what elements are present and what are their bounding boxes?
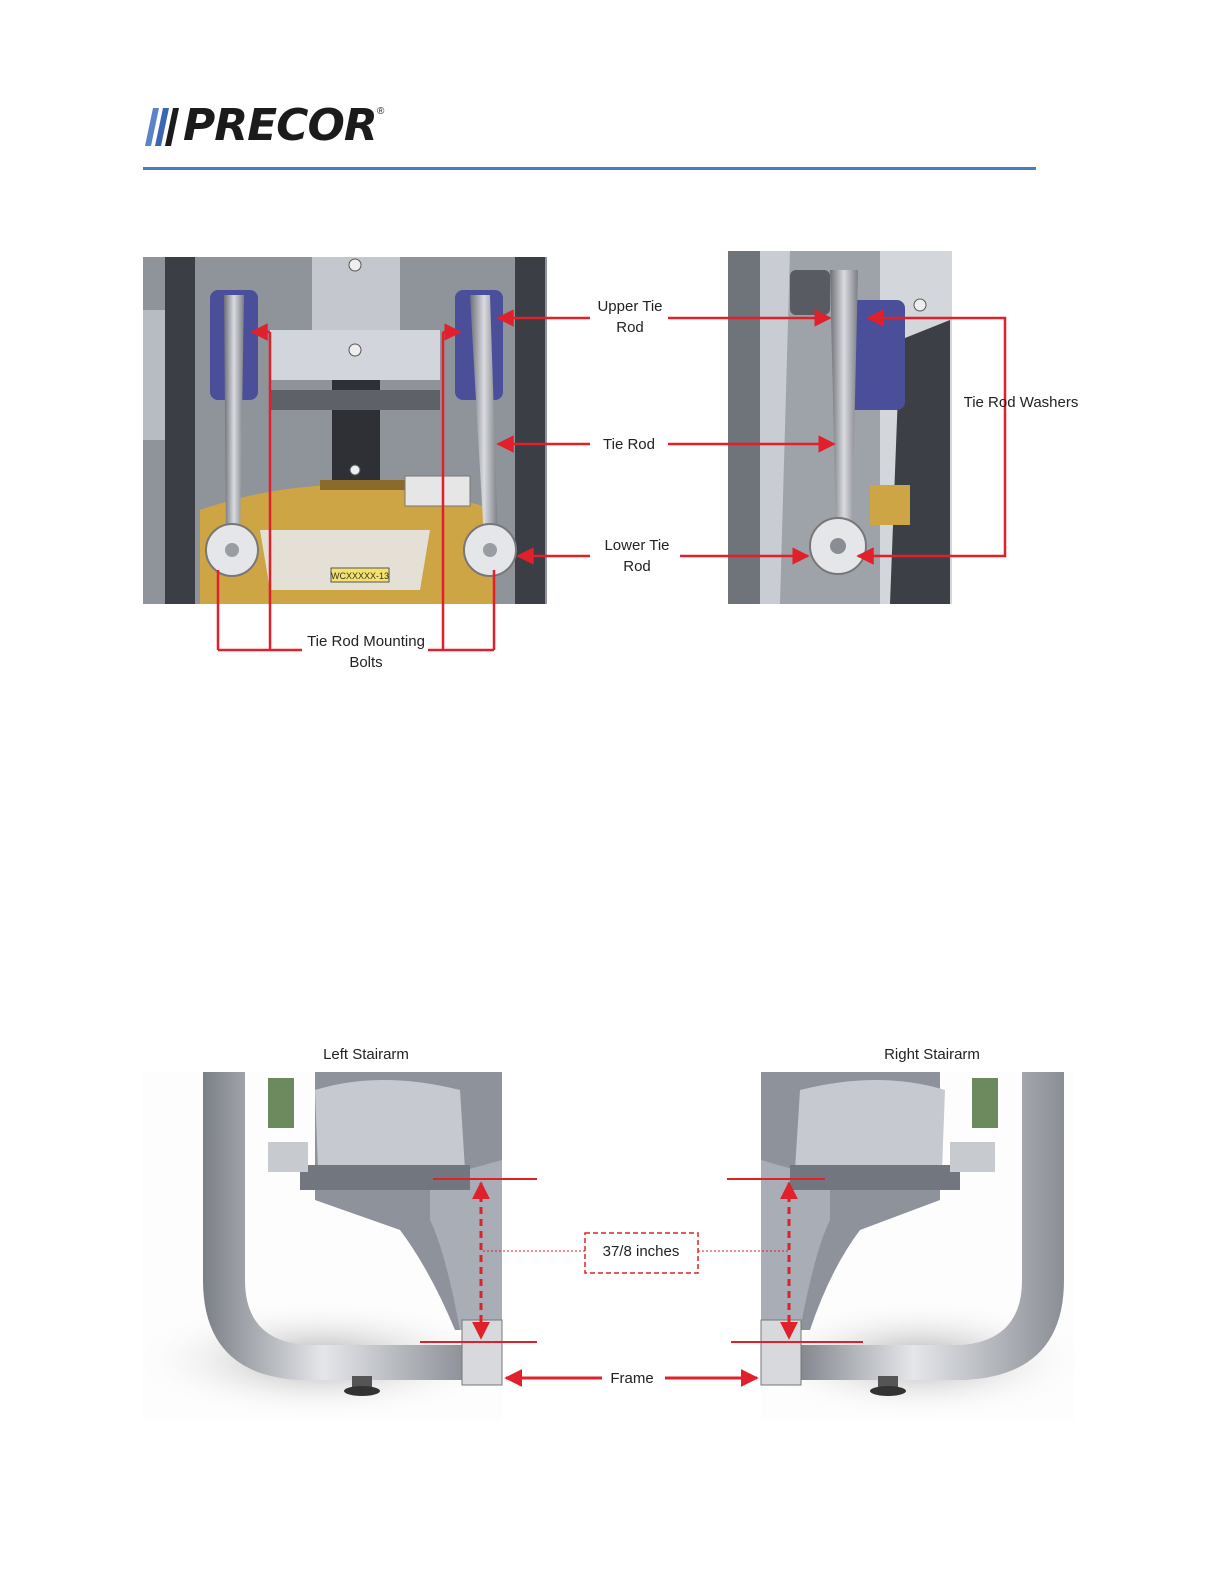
tie-rod-figure: WCXXXXX-13 Upper Tie Rod T — [0, 230, 1224, 950]
tie-rod-side-view — [728, 251, 952, 604]
brand-name: PRECOR — [183, 100, 377, 151]
lower-tie-rod-label-line2: Rod — [623, 558, 651, 575]
mounting-bolts-label-line1: Tie Rod Mounting — [307, 633, 425, 650]
stairarm-figure: Left Stairarm Right Stairarm 37/8 inches… — [0, 1030, 1224, 1450]
header-rule — [143, 167, 1036, 170]
left-stairarm-label: Left Stairarm — [323, 1046, 409, 1063]
right-stairarm-view — [750, 1072, 1090, 1421]
serial-tag-label: WCXXXXX-13 — [331, 571, 389, 581]
left-stairarm-view — [130, 1072, 510, 1421]
frame-label: Frame — [610, 1370, 653, 1387]
lower-tie-rod-label-line1: Lower Tie — [604, 537, 669, 554]
upper-tie-rod-label-line1: Upper Tie — [597, 298, 662, 315]
upper-tie-rod-label-line2: Rod — [616, 319, 644, 336]
mounting-bolts-label-line2: Bolts — [349, 654, 382, 671]
tie-rod-washers-label: Tie Rod Washers — [964, 394, 1079, 411]
right-stairarm-label: Right Stairarm — [884, 1046, 980, 1063]
tie-rod-label: Tie Rod — [603, 436, 655, 453]
tie-rod-front-view: WCXXXXX-13 — [143, 257, 547, 604]
logo-stripes-icon — [145, 104, 185, 148]
precor-logo: PRECOR ® — [145, 104, 185, 153]
trademark-symbol: ® — [377, 106, 384, 117]
measurement-label: 37/8 inches — [603, 1243, 680, 1260]
